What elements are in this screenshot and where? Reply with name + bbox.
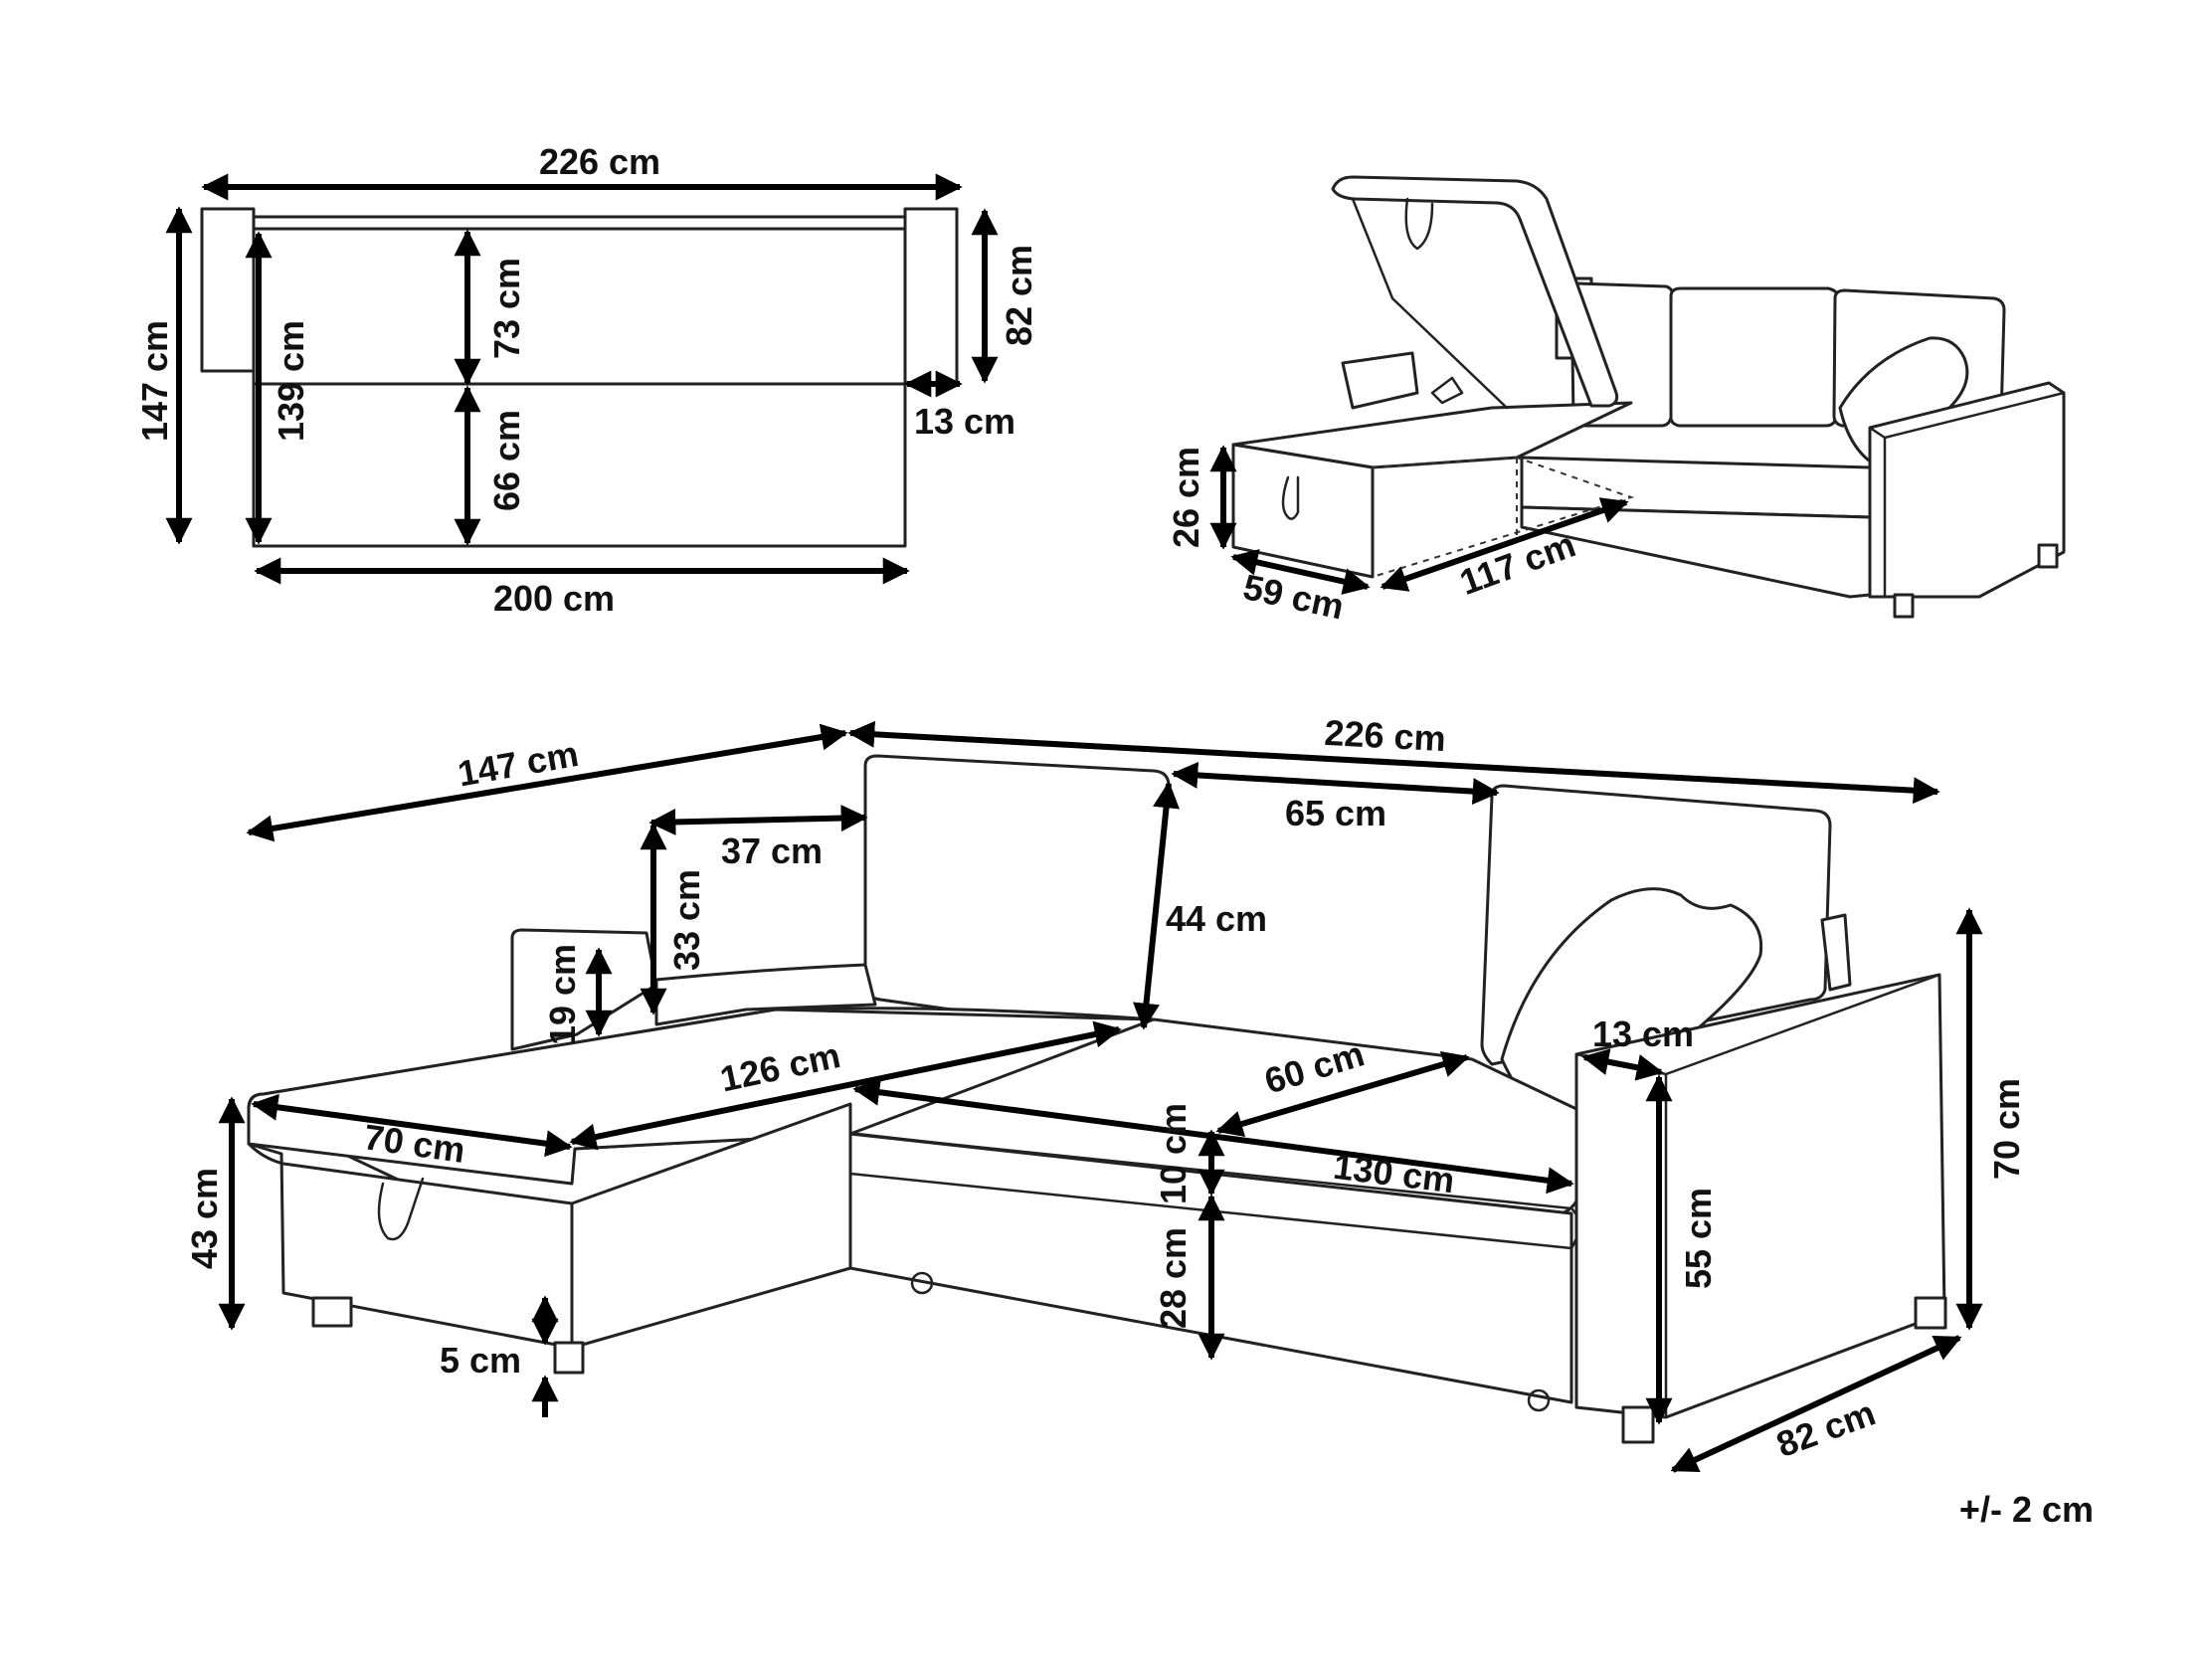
storage-leg-2 [2037,543,2059,569]
dim-front-130 [852,1078,1574,1195]
label-top-226: 226 cm [539,141,660,182]
label-front-82: 82 cm [1771,1392,1881,1465]
storage-leg-1 [1893,593,1915,619]
dim-front-44 [1133,781,1180,1030]
storage-box-front [1231,443,1375,579]
dim-front-82 [1670,1335,1962,1473]
front-chaise-back-pad [654,963,877,1026]
front-leg-4 [1914,1296,1947,1330]
label-front-37: 37 cm [721,830,823,871]
label-top-13: 13 cm [914,401,1015,442]
dim-front-37 [648,805,868,835]
label-top-82: 82 cm [999,245,1039,346]
storage-open-lid [1331,175,1619,408]
front-back-cushion-left [863,754,1171,1036]
label-top-139: 139 cm [271,320,311,442]
label-front-13: 13 cm [1592,1014,1694,1054]
label-front-10: 10 cm [1153,1103,1194,1204]
dim-front-70 [251,1093,573,1158]
front-leg-3 [1621,1405,1655,1444]
top-left-armrest [200,207,256,373]
label-top-147: 147 cm [134,320,175,442]
dim-front-65 [1171,761,1500,806]
dimension-lines [165,173,1983,1473]
front-leg-1 [311,1296,353,1328]
label-front-55: 55 cm [1678,1188,1719,1289]
label-front-33: 33 cm [666,869,707,971]
dim-front-13 [1581,1048,1664,1081]
label-top-66: 66 cm [486,410,527,511]
label-front-226: 226 cm [1324,712,1447,759]
storage-view-drawing [1231,175,2066,619]
label-storage-26: 26 cm [1166,447,1206,548]
label-front-65: 65 cm [1285,793,1386,833]
storage-back-cushion-2 [1669,286,1840,428]
label-top-200: 200 cm [493,578,615,619]
storage-right-armrest [1868,381,2066,599]
front-left-armrest [510,928,658,1051]
dim-front-147 [246,723,848,842]
front-wheel-1 [910,1271,934,1295]
label-front-43: 43 cm [184,1168,225,1269]
label-front-28: 28 cm [1153,1227,1194,1329]
label-front-19: 19 cm [542,944,583,1045]
storage-pull-strap [1281,475,1300,520]
tolerance-note: +/- 2 cm [1959,1489,2094,1530]
front-leg-2 [553,1341,585,1375]
front-right-backrest-edge [1820,913,1852,992]
front-wheel-2 [1527,1388,1551,1412]
dim-front-126 [569,1020,1122,1151]
label-front-70-height: 70 cm [1986,1078,2027,1180]
dim-storage-117 [1380,497,1629,592]
top-bed-extension [252,382,907,548]
top-backrest [252,215,907,231]
top-right-armrest [903,207,959,385]
top-seat-area [252,227,907,386]
label-top-73: 73 cm [486,258,527,359]
top-view-drawing [200,207,959,548]
storage-left-armrest [1341,351,1419,410]
front-pull-strap [377,1177,425,1241]
storage-lid-hinge [1430,376,1464,405]
dim-storage-59 [1230,549,1371,595]
label-front-44: 44 cm [1166,898,1267,939]
label-storage-59: 59 cm [1239,566,1347,627]
label-front-5: 5 cm [440,1340,521,1381]
label-storage-117: 117 cm [1454,523,1580,603]
